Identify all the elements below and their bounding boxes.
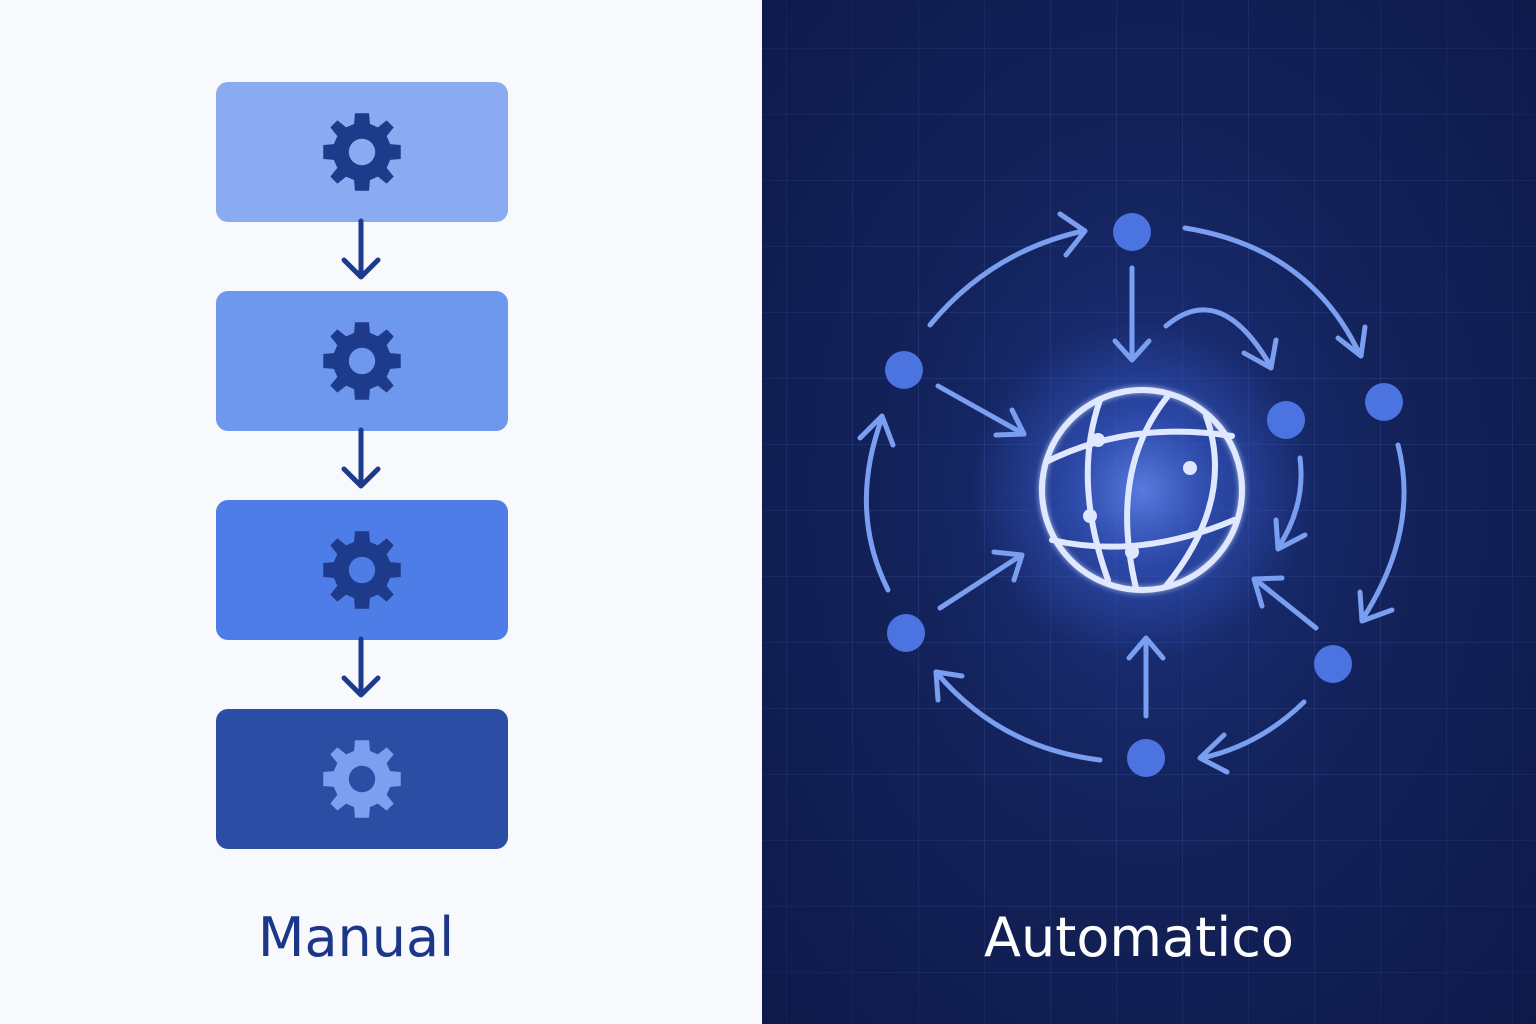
manual-step-1 [216, 82, 508, 222]
manual-panel [0, 0, 762, 1024]
arc-arrow-icon [1197, 699, 1307, 775]
globe-network-icon [1039, 387, 1245, 593]
network-node [885, 351, 923, 389]
network-node [1314, 645, 1352, 683]
network-node [1113, 213, 1151, 251]
inward-arrow-icon [1251, 575, 1319, 631]
manual-label: Manual [257, 906, 455, 969]
arc-arrow-icon [857, 413, 896, 593]
down-arrow-icon [341, 636, 381, 698]
network-node [887, 614, 925, 652]
curved-arrow-icon [1273, 455, 1308, 552]
automatic-arrows [857, 211, 1407, 775]
curved-arrow-icon [1163, 307, 1279, 371]
arc-arrow-icon [1357, 442, 1407, 624]
automatic-label: Automatico [984, 906, 1294, 969]
inward-arrow-icon [937, 549, 1025, 611]
inward-arrow-icon [1112, 265, 1152, 363]
arc-arrow-icon [927, 211, 1088, 328]
down-arrow-icon [341, 427, 381, 489]
automatic-network [857, 211, 1407, 777]
manual-step-2 [216, 291, 508, 431]
network-node [1267, 401, 1305, 439]
manual-step-3 [216, 500, 508, 640]
arc-arrow-icon [933, 669, 1103, 763]
manual-arrows [341, 218, 381, 698]
manual-step-4 [216, 709, 508, 849]
automatic-nodes [885, 213, 1403, 777]
globe-glow [972, 320, 1312, 660]
down-arrow-icon [341, 218, 381, 280]
network-node [1127, 739, 1165, 777]
inward-arrow-icon [1126, 635, 1166, 719]
inward-arrow-icon [935, 383, 1027, 438]
arc-arrow-icon [1182, 225, 1368, 359]
network-node [1365, 383, 1403, 421]
